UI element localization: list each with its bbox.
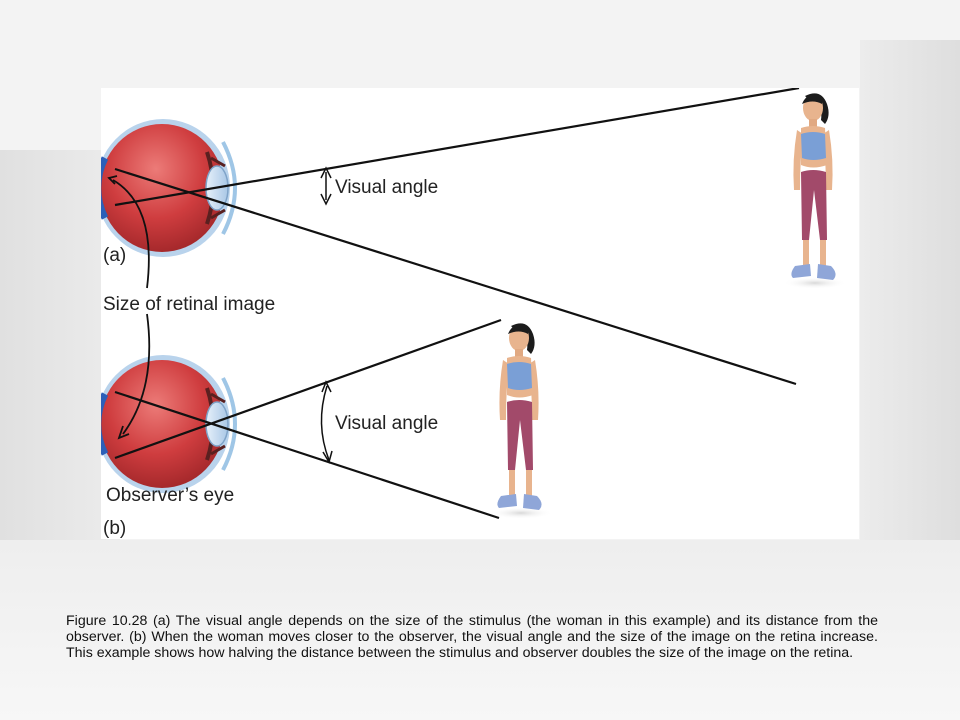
figure-illustration	[101, 88, 847, 520]
ray-b-bottom	[114, 390, 500, 520]
visual-angle-figure: Visual angle (a) Size of retinal image V…	[101, 88, 859, 539]
woman-far	[783, 93, 847, 289]
background-shade-left	[0, 150, 120, 570]
visual-angle-label-a: Visual angle	[335, 177, 439, 198]
ray-a-top	[114, 88, 800, 207]
background-shade-bottom	[0, 540, 960, 720]
background-shade-right	[860, 40, 960, 600]
observer-eye-label: Observer’s eye	[106, 485, 235, 506]
panel-a-label: (a)	[103, 245, 127, 266]
retinal-image-label: Size of retinal image	[103, 294, 276, 315]
figure-caption: Figure 10.28 (a) The visual angle depend…	[66, 613, 878, 661]
visual-angle-label-b: Visual angle	[335, 413, 439, 434]
woman-near	[489, 323, 553, 519]
ray-b-top	[114, 318, 502, 460]
panel-b-label: (b)	[103, 518, 127, 539]
ray-a-bottom	[114, 167, 797, 386]
